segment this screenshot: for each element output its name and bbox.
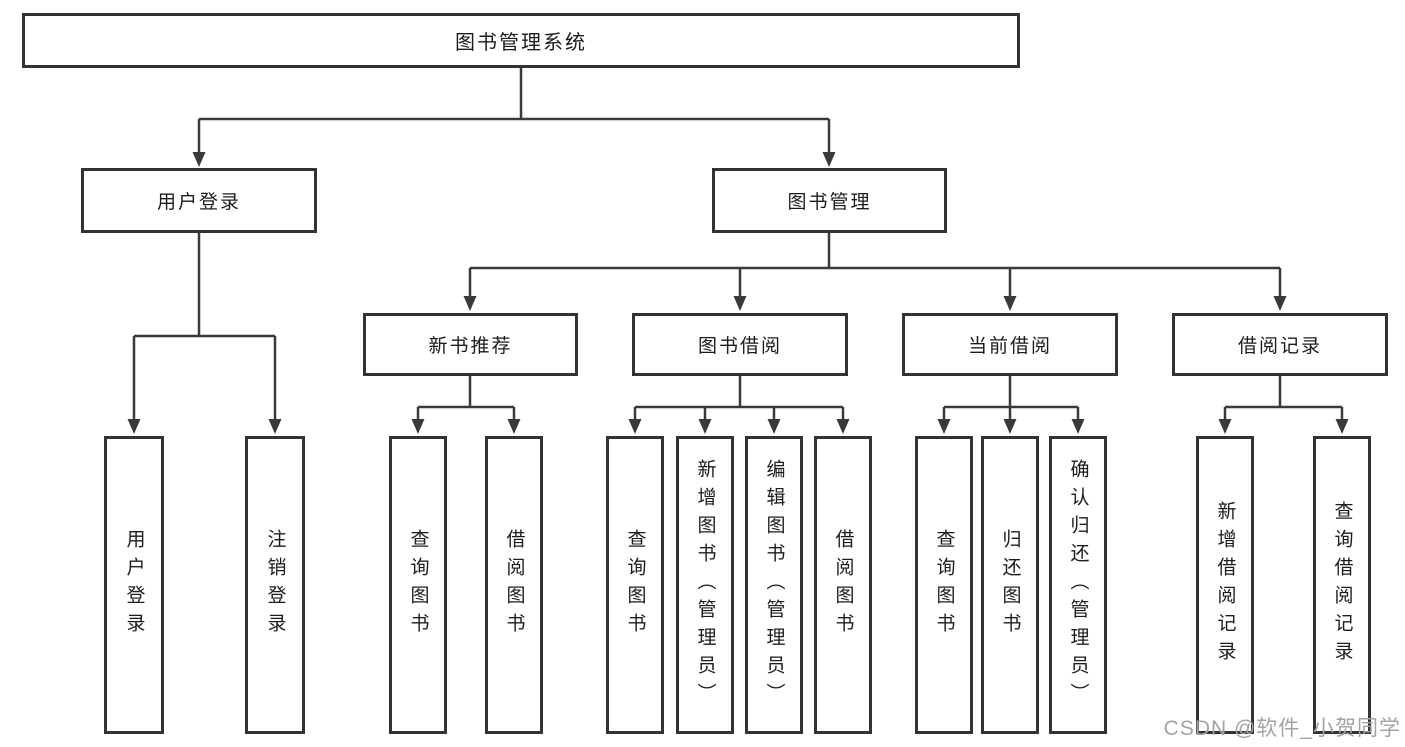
leaf-borrow-books-1-label: 借阅图书 — [503, 529, 525, 641]
leaf-query-books-1: 查询图书 — [389, 436, 447, 734]
leaf-logout: 注销登录 — [245, 436, 305, 734]
leaf-add-books-admin-label: 新增图书（管理员） — [694, 459, 716, 711]
node-current-borrow: 当前借阅 — [902, 313, 1118, 376]
node-book-borrow-label: 图书借阅 — [697, 336, 782, 357]
node-user-login: 用户登录 — [81, 168, 317, 233]
leaf-query-books-2: 查询图书 — [606, 436, 664, 734]
leaf-query-books-3: 查询图书 — [915, 436, 973, 734]
leaf-return-books-label: 归还图书 — [999, 529, 1021, 641]
leaf-query-borrow-record: 查询借阅记录 — [1313, 436, 1371, 734]
leaf-edit-books-admin: 编辑图书（管理员） — [745, 436, 803, 734]
leaf-query-books-1-label: 查询图书 — [407, 529, 429, 641]
leaf-return-books: 归还图书 — [981, 436, 1039, 734]
leaf-user-login-label: 用户登录 — [123, 529, 145, 641]
node-borrow-records: 借阅记录 — [1172, 313, 1388, 376]
leaf-add-borrow-record: 新增借阅记录 — [1196, 436, 1254, 734]
leaf-borrow-books-1: 借阅图书 — [485, 436, 543, 734]
node-root-label: 图书管理系统 — [455, 32, 587, 54]
node-root: 图书管理系统 — [22, 13, 1020, 68]
leaf-query-borrow-record-label: 查询借阅记录 — [1331, 501, 1353, 669]
node-book-borrow: 图书借阅 — [632, 313, 848, 376]
leaf-add-books-admin: 新增图书（管理员） — [676, 436, 734, 734]
leaf-query-books-2-label: 查询图书 — [624, 529, 646, 641]
leaf-borrow-books-2: 借阅图书 — [814, 436, 872, 734]
node-borrow-records-label: 借阅记录 — [1237, 336, 1322, 357]
leaf-user-login: 用户登录 — [104, 436, 164, 734]
leaf-borrow-books-2-label: 借阅图书 — [832, 529, 854, 641]
leaf-edit-books-admin-label: 编辑图书（管理员） — [763, 459, 785, 711]
leaf-logout-label: 注销登录 — [264, 529, 286, 641]
node-new-book-recommend-label: 新书推荐 — [428, 336, 513, 357]
leaf-confirm-return-admin: 确认归还（管理员） — [1049, 436, 1107, 734]
leaf-add-borrow-record-label: 新增借阅记录 — [1214, 501, 1236, 669]
node-book-management: 图书管理 — [712, 168, 947, 233]
arrowheads — [127, 152, 1349, 434]
leaf-query-books-3-label: 查询图书 — [933, 529, 955, 641]
leaf-confirm-return-admin-label: 确认归还（管理员） — [1067, 459, 1089, 711]
node-current-borrow-label: 当前借阅 — [967, 336, 1052, 357]
node-book-management-label: 图书管理 — [787, 192, 872, 213]
node-new-book-recommend: 新书推荐 — [363, 313, 578, 376]
node-user-login-label: 用户登录 — [156, 192, 241, 213]
csdn-watermark: CSDN @软件_小贺同学 — [1163, 717, 1401, 740]
